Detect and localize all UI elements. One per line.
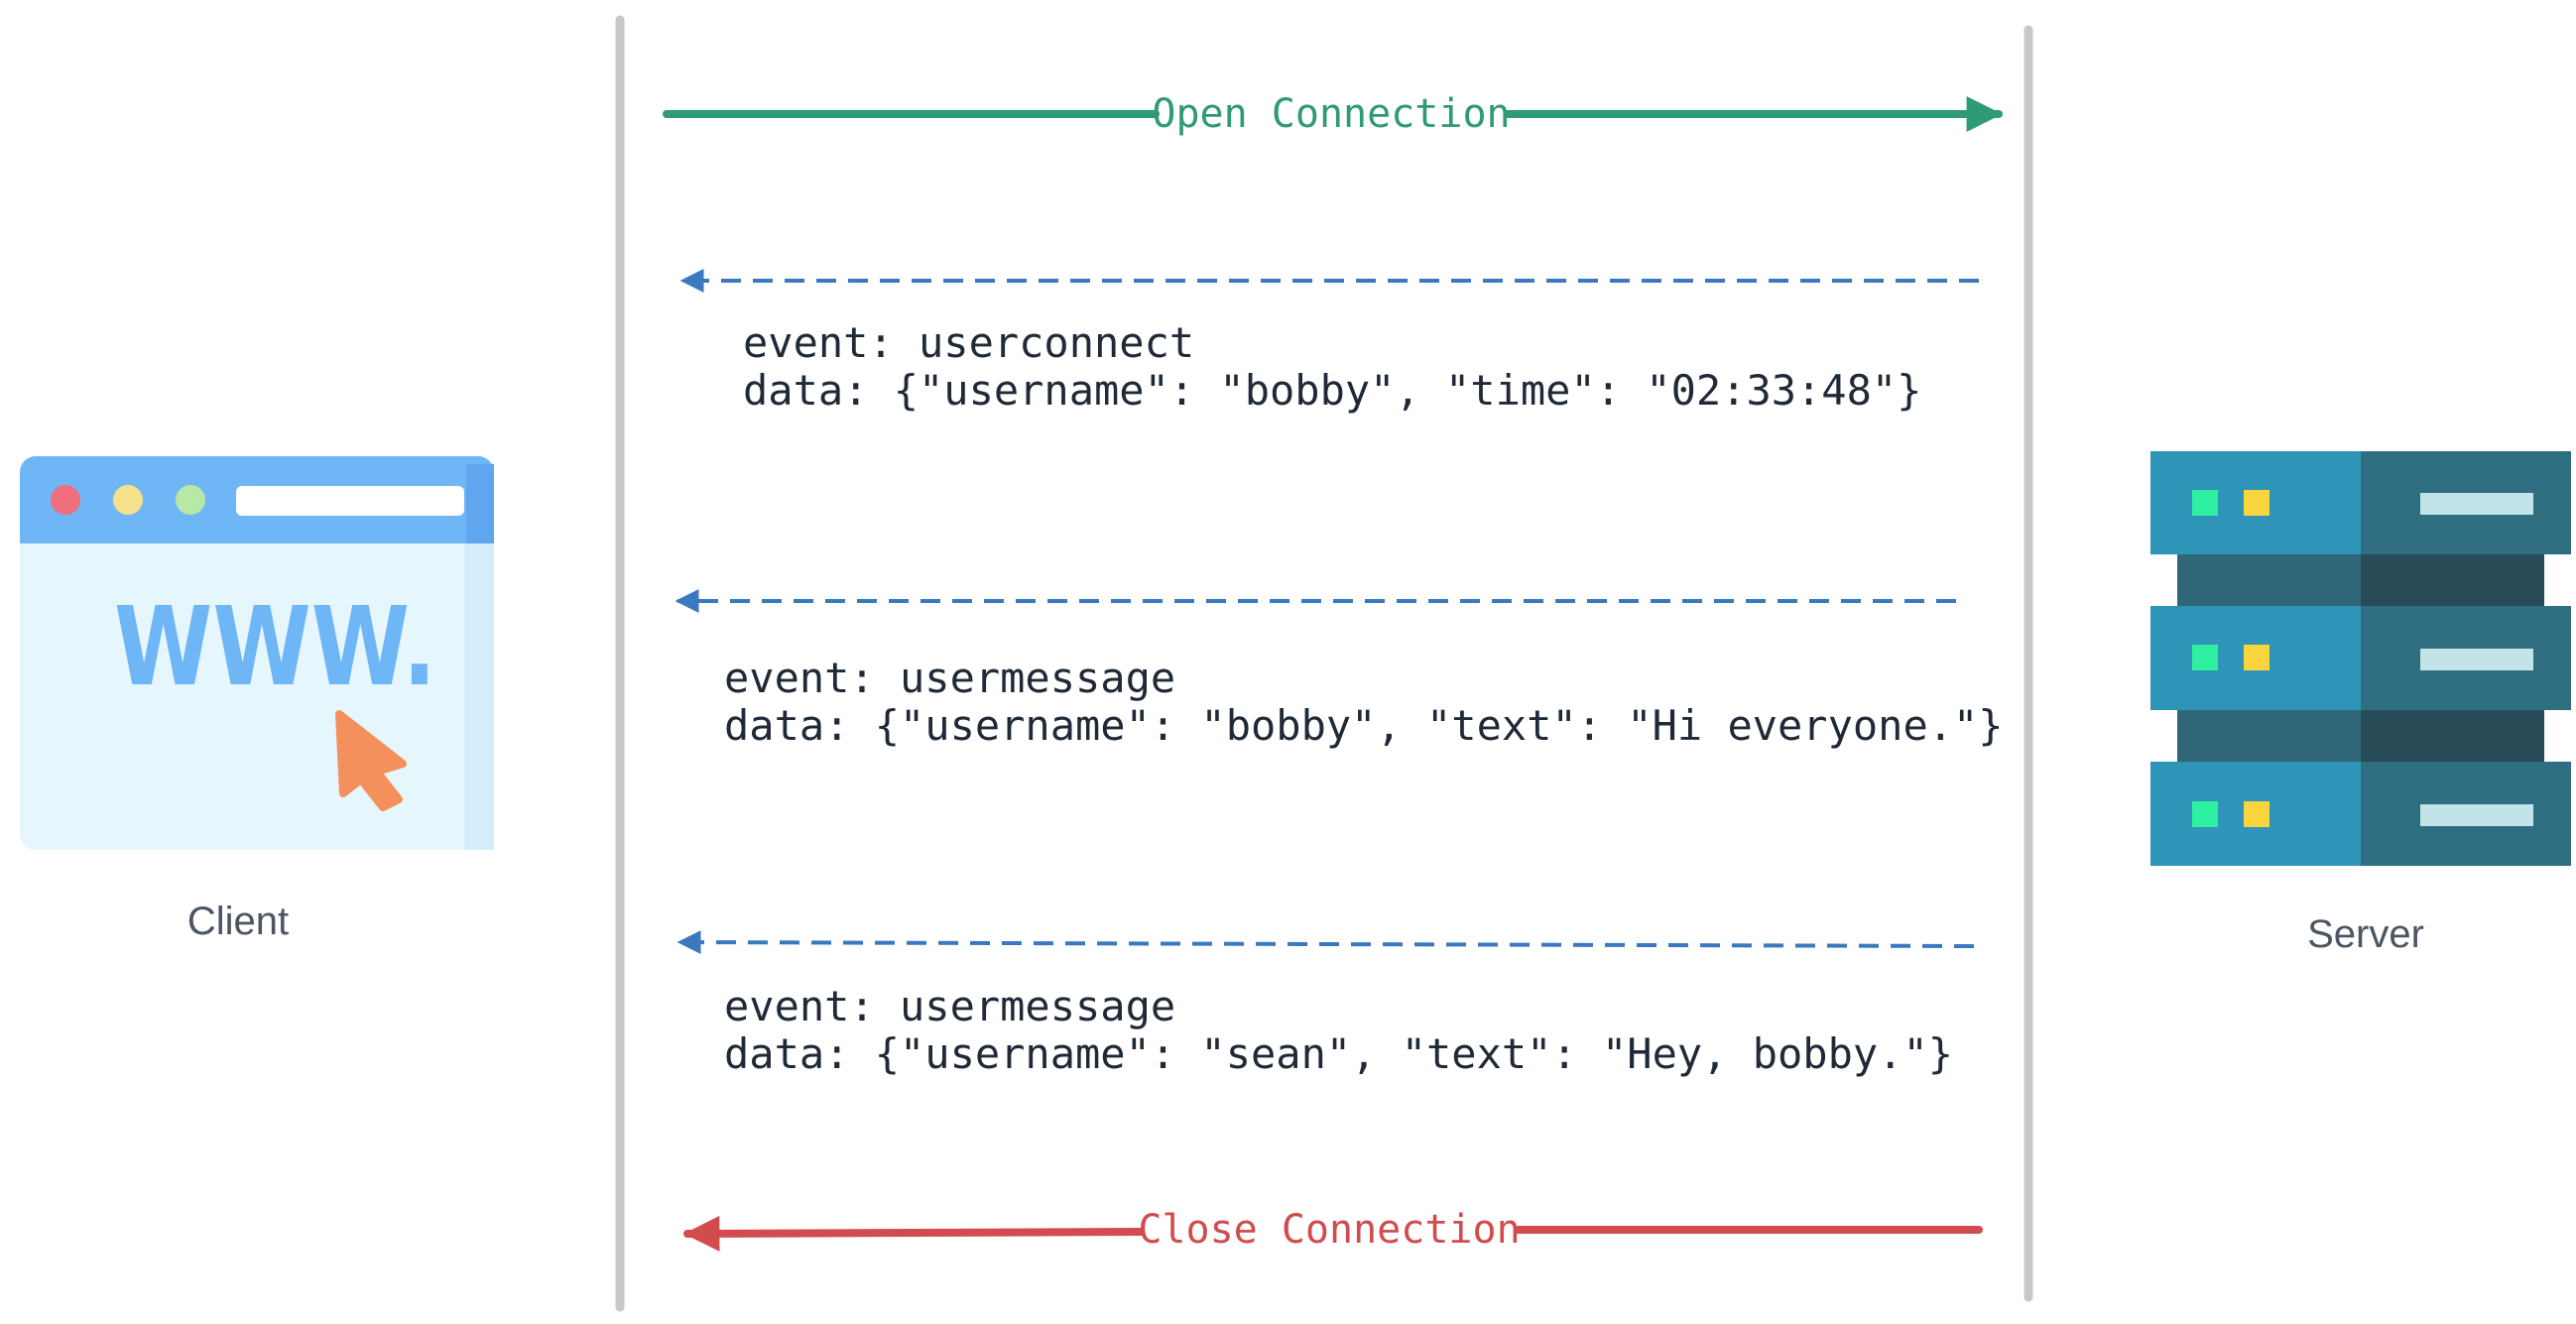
message-3-event: event: usermessage bbox=[724, 982, 1175, 1030]
client-label: Client bbox=[187, 900, 289, 943]
browser-www-icon: WWW. bbox=[20, 456, 494, 850]
open-connection-label: Open Connection bbox=[1152, 91, 1510, 137]
message-1-event: event: userconnect bbox=[743, 318, 1194, 367]
window-minimize-dot bbox=[113, 485, 143, 515]
message-2-data: data: {"username": "bobby", "text": "Hi … bbox=[724, 701, 2004, 750]
server-rack-icon bbox=[2150, 451, 2571, 866]
close-connection-arrow bbox=[683, 1215, 1145, 1252]
window-close-dot bbox=[51, 485, 80, 515]
cursor-arrow-icon bbox=[335, 710, 407, 811]
window-maximize-dot bbox=[176, 485, 205, 515]
address-bar bbox=[236, 486, 464, 516]
close-connection-label: Close Connection bbox=[1138, 1207, 1520, 1253]
message-2-event: event: usermessage bbox=[724, 654, 1175, 702]
www-logo-text: WWW. bbox=[114, 583, 436, 710]
message-3-data: data: {"username": "sean", "text": "Hey,… bbox=[724, 1029, 1953, 1078]
server-label: Server bbox=[2307, 912, 2424, 956]
message-arrow-3 bbox=[676, 930, 1975, 955]
message-1-data: data: {"username": "bobby", "time": "02:… bbox=[743, 366, 1921, 415]
